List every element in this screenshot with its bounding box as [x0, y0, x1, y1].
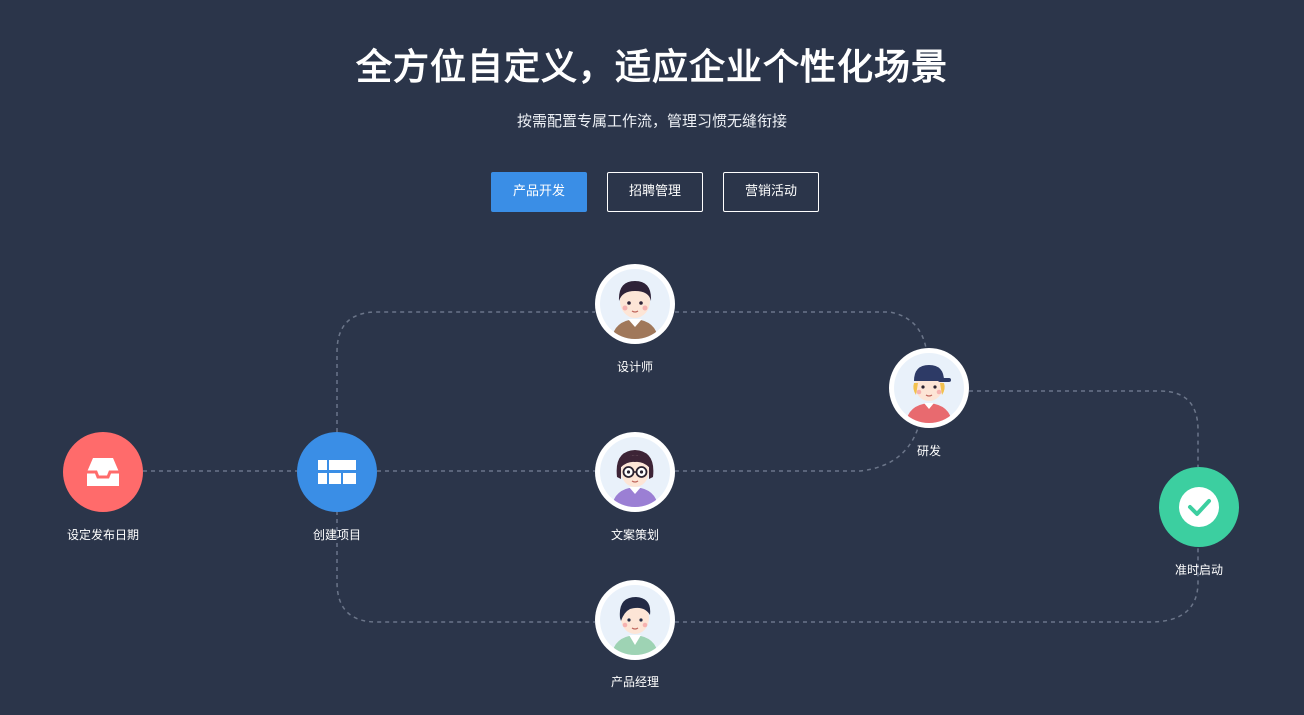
tab-product-development[interactable]: 产品开发: [491, 172, 587, 212]
node-copywriting[interactable]: [595, 432, 675, 512]
scenario-tabs: 产品开发 招聘管理 营销活动: [0, 172, 1304, 212]
node-label-create-project: 创建项目: [312, 528, 361, 542]
node-product-manager[interactable]: [595, 580, 675, 660]
inbox-icon: [87, 458, 119, 486]
tab-marketing[interactable]: 营销活动: [723, 172, 819, 212]
connector-development-to-launch: [969, 390, 1199, 467]
node-label-launch: 准时启动: [1174, 563, 1223, 577]
node-release-date[interactable]: [63, 432, 143, 512]
node-label-designer: 设计师: [616, 360, 653, 374]
connector-create-to-designer: [336, 311, 595, 432]
developer-avatar-icon: [906, 365, 952, 423]
product-manager-avatar-icon: [612, 597, 658, 655]
node-designer[interactable]: [595, 264, 675, 344]
node-label-development: 研发: [916, 444, 941, 458]
connector-create-to-product-manager: [336, 511, 595, 623]
node-label-product-manager: 产品经理: [610, 675, 659, 689]
connector-product-manager-to-launch: [675, 547, 1199, 623]
designer-avatar-icon: [612, 281, 658, 339]
tab-recruitment[interactable]: 招聘管理: [607, 172, 703, 212]
connector-designer-to-development: [675, 311, 927, 349]
node-launch[interactable]: [1159, 467, 1239, 547]
page-subtitle: 按需配置专属工作流，管理习惯无缝衔接: [516, 112, 787, 130]
node-development[interactable]: [889, 348, 969, 428]
node-label-copywriting: 文案策划: [610, 528, 659, 542]
node-create-project[interactable]: [297, 432, 377, 512]
node-label-release-date: 设定发布日期: [66, 528, 139, 542]
connector-copywriting-to-development: [675, 427, 919, 472]
page-title: 全方位自定义，适应企业个性化场景: [355, 47, 948, 88]
check-icon: [1179, 487, 1219, 527]
layout-grid-icon: [318, 460, 356, 484]
copywriter-avatar-icon: [612, 450, 658, 507]
